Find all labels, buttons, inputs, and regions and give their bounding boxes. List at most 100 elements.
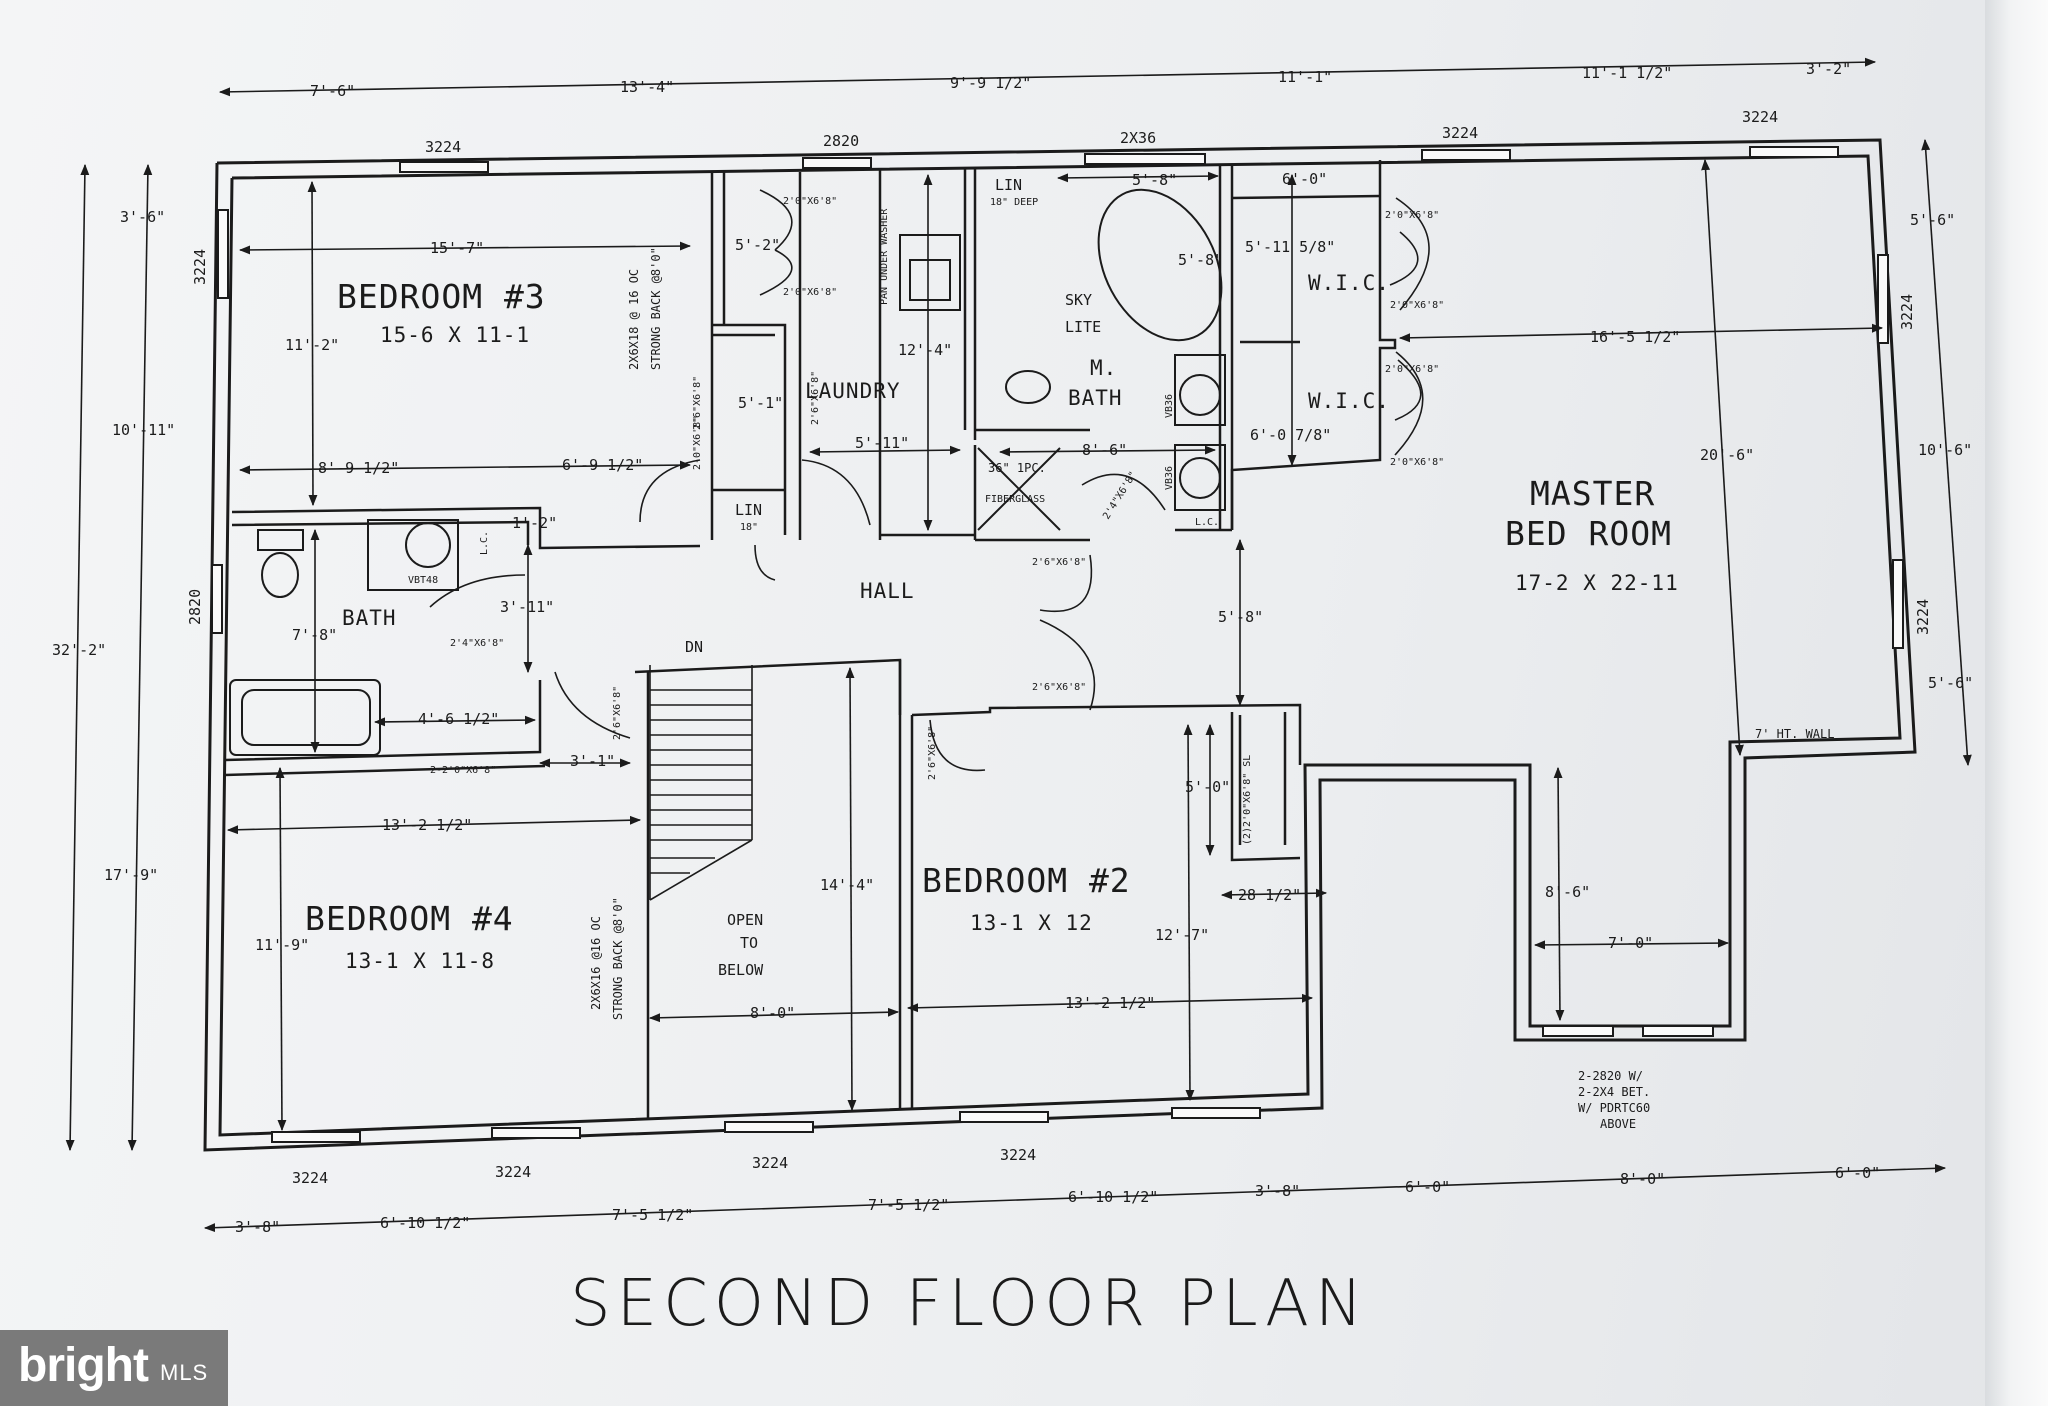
lc-tag-1: L.C. bbox=[479, 531, 490, 555]
door-tag-1: 2'0"X6'8" bbox=[783, 196, 837, 207]
open-label-2: TO bbox=[740, 934, 758, 952]
window-tag-13: 3224 bbox=[1914, 599, 1932, 635]
bedroom2-label: BEDROOM #2 bbox=[922, 861, 1131, 900]
left-dim-2: 10'-11" bbox=[112, 421, 175, 439]
linen2-note: 18" bbox=[740, 522, 758, 533]
beam-note-1b: STRONG BACK @8'0" bbox=[649, 247, 663, 370]
right-dim-2: 10'-6" bbox=[1918, 441, 1972, 459]
open-label-3: BELOW bbox=[718, 961, 764, 979]
window-tag-1: 3224 bbox=[425, 138, 461, 156]
dim-bump-w: 7'-0" bbox=[1608, 934, 1653, 952]
door-tag-8: 2'6"X6'8" bbox=[1032, 682, 1086, 693]
vanity-tag-3: VB36 bbox=[1164, 466, 1175, 490]
shower-label: 36" 1PC. bbox=[988, 461, 1046, 475]
beam-note-2b: STRONG BACK @8'0" bbox=[611, 897, 625, 1020]
lc-tag-2: L.C. bbox=[1195, 517, 1219, 528]
wic2-label: W.I.C. bbox=[1308, 389, 1390, 413]
left-dim-4: 32'-2" bbox=[52, 641, 106, 659]
linen1-label: LIN bbox=[995, 176, 1022, 194]
top-dim-4: 11'-1" bbox=[1278, 68, 1332, 86]
right-dim-1: 5'-6" bbox=[1910, 211, 1955, 229]
master-label-1: MASTER bbox=[1530, 474, 1655, 513]
dim-mbath-w: 5'-8" bbox=[1132, 171, 1177, 189]
dim-wic-a: 5'-11 5/8" bbox=[1245, 238, 1335, 256]
dim-hall-a: 5'-8" bbox=[1218, 608, 1263, 626]
dim-bath-b: 3'-11" bbox=[500, 598, 554, 616]
window-tag-7: 2820 bbox=[186, 589, 204, 625]
dimension-lines bbox=[65, 57, 1972, 1233]
dim-b3-a: 8'-9 1/2" bbox=[318, 459, 399, 477]
exterior-walls bbox=[203, 138, 1917, 1152]
watermark-brand: bright bbox=[18, 1339, 149, 1392]
window-tag-6: 3224 bbox=[191, 249, 209, 285]
window-tag-11: 3224 bbox=[1000, 1146, 1036, 1164]
door-tag-2: 2'0"X6'8" bbox=[783, 287, 837, 298]
left-dim-1: 3'-6" bbox=[120, 208, 165, 226]
bottom-dim-5: 8'-0" bbox=[1620, 1170, 1665, 1188]
top-dim-5: 11'-1 1/2" bbox=[1582, 64, 1672, 82]
bottom-dim-3: 3'-8" bbox=[1255, 1182, 1300, 1200]
watermark: bright MLS bbox=[0, 1330, 228, 1406]
top-dim-1: 7'-6" bbox=[310, 82, 355, 100]
dim-laundry-h: 12'-4" bbox=[898, 341, 952, 359]
note-line-1: 2-2820 W/ bbox=[1578, 1069, 1643, 1083]
paper-fold bbox=[1985, 0, 2048, 1406]
vanity-tag-2: VB36 bbox=[1164, 394, 1175, 418]
door-swings bbox=[429, 189, 1430, 772]
top-dim-2: 13'-4" bbox=[620, 78, 674, 96]
door-tag-9: 2'4"X6'8" bbox=[1101, 470, 1139, 522]
door-tag-12: 2'4"X6'8" bbox=[450, 638, 504, 649]
stairs bbox=[649, 665, 753, 901]
dim-b2-h: 12'-7" bbox=[1155, 926, 1209, 944]
bottom-dim-7: 3'-8" bbox=[235, 1218, 280, 1236]
dim-mbath-b: 8'-6" bbox=[1082, 441, 1127, 459]
door-tag-15: 2-0"X6'8" bbox=[692, 416, 703, 470]
dim-b2-a: 28 1/2" bbox=[1238, 886, 1301, 904]
door-tag-11: 2'6"X6'8" bbox=[692, 376, 703, 430]
bath-label: BATH bbox=[342, 606, 397, 630]
vanity-tag-1: VBT48 bbox=[408, 575, 438, 586]
fiberglass-label: FIBERGLASS bbox=[985, 494, 1045, 505]
bottom-dim-2: 6'-10 1/2" bbox=[1068, 1188, 1158, 1206]
note-line-2: 2-2X4 BET. bbox=[1578, 1085, 1650, 1099]
note-line-3: W/ PDRTC60 bbox=[1578, 1101, 1650, 1115]
bottom-dim-9: 7'-5 1/2" bbox=[612, 1206, 693, 1224]
bedroom4-size: 13-1 X 11-8 bbox=[345, 949, 495, 973]
dim-master-w: 16'-5 1/2" bbox=[1590, 328, 1680, 346]
bottom-dim-1: 7'-5 1/2" bbox=[868, 1196, 949, 1214]
dim-bump-h: 8'-6" bbox=[1545, 883, 1590, 901]
dim-bath-h: 7'-8" bbox=[292, 626, 337, 644]
door-tag-6: 2'0"X6'8" bbox=[1390, 457, 1444, 468]
mbath-label-1: M. bbox=[1090, 356, 1117, 380]
note-line-4: ABOVE bbox=[1600, 1117, 1636, 1131]
top-dim-6: 3'-2" bbox=[1806, 60, 1851, 78]
dim-closet-a: 5'-2" bbox=[735, 236, 780, 254]
door-tag-16: 2'6"X6'8" bbox=[612, 686, 623, 740]
dim-b3-depth: 11'-2" bbox=[285, 336, 339, 354]
dim-master-h: 20'-6" bbox=[1700, 446, 1754, 464]
bedroom2-size: 13-1 X 12 bbox=[970, 911, 1093, 935]
window-tag-10: 3224 bbox=[752, 1154, 788, 1172]
pan-label: PAN UNDER WASHER bbox=[879, 208, 890, 305]
beam-note-2a: 2X6X16 @16 OC bbox=[589, 916, 603, 1010]
laundry-label: LAUNDRY bbox=[805, 379, 901, 403]
dim-b2-w: 13'-2 1/2" bbox=[1065, 994, 1155, 1012]
dim-closet-b: 5'-1" bbox=[738, 394, 783, 412]
linen2-label: LIN bbox=[735, 501, 762, 519]
door-tag-3: 2'0"X6'8" bbox=[1385, 210, 1439, 221]
window-tag-8: 3224 bbox=[292, 1169, 328, 1187]
window-tag-12: 3224 bbox=[1898, 294, 1916, 330]
bottom-dim-4: 6'-0" bbox=[1405, 1178, 1450, 1196]
stairs-down-label: DN bbox=[685, 638, 703, 656]
bedroom4-label: BEDROOM #4 bbox=[305, 899, 514, 938]
watermark-mls: MLS bbox=[160, 1360, 209, 1385]
window-tag-2: 2820 bbox=[823, 132, 859, 150]
master-label-2: BED ROOM bbox=[1505, 514, 1672, 553]
door-tag-14: (2)2'0"X6'8" SL bbox=[1242, 755, 1253, 845]
dim-open-w: 8'-0" bbox=[750, 1004, 795, 1022]
dim-b3-width: 15'-7" bbox=[430, 239, 484, 257]
dim-b2-closet: 5'-0" bbox=[1185, 778, 1230, 796]
dim-hall-b: 3'-1" bbox=[570, 752, 615, 770]
bottom-dim-8: 6'-10 1/2" bbox=[380, 1214, 470, 1232]
